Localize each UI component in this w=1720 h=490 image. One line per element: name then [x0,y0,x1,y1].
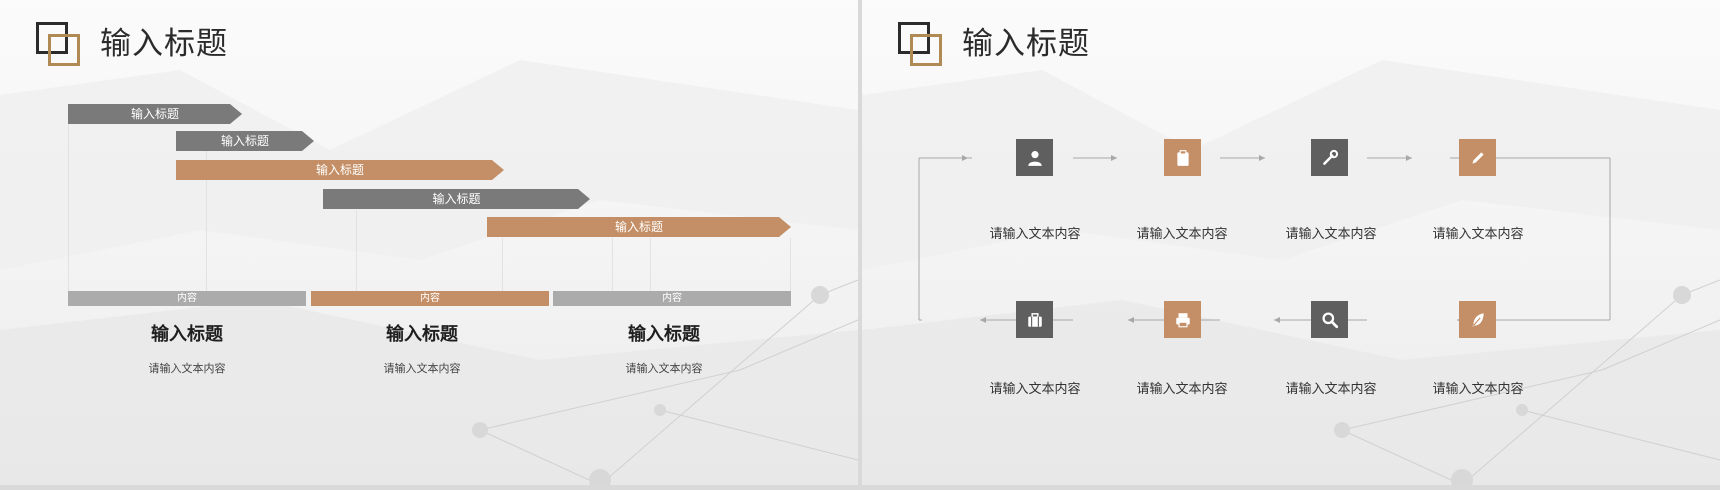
step-top-3 [1311,139,1348,176]
gantt-guide-line [790,238,791,291]
gantt-bar-4: 输入标题 [323,189,590,209]
flow-arrowhead [1111,155,1117,161]
step-top-3-text: 请输入文本内容 [1285,227,1377,242]
gantt-bar-5: 输入标题 [487,217,791,237]
background-pattern [862,60,1720,485]
gantt-guide-line [356,210,357,291]
column-text-2: 请输入文本内容 [383,362,461,375]
flow-arrowhead [1406,155,1412,161]
briefcase-icon [1027,312,1042,327]
slide-title: 输入标题 [962,26,1090,62]
column-heading-2: 输入标题 [386,324,458,345]
column-text-3: 请输入文本内容 [625,362,703,375]
gantt-guide-line [502,238,503,291]
column-text-1: 请输入文本内容 [148,362,226,375]
flow-arrowhead [1274,317,1280,323]
gantt-bar-2: 输入标题 [176,131,314,151]
step-top-4-text: 请输入文本内容 [1432,227,1524,242]
gantt-bar-3: 输入标题 [176,160,504,180]
user-icon [1027,150,1042,166]
step-top-2-text: 请输入文本内容 [1136,227,1228,242]
step-top-4 [1459,139,1496,176]
step-bottom-3-text: 请输入文本内容 [1285,382,1377,397]
content-bar-2: 内容 [311,291,549,306]
flow-arrowhead [1259,155,1265,161]
wrench-icon [1322,149,1338,165]
clipboard-icon [1176,149,1189,166]
gantt-guide-line [206,150,207,291]
logo-mark [36,22,84,70]
step-bottom-1 [1016,301,1053,338]
slide-right: 输入标题 [862,0,1720,485]
step-top-1-text: 请输入文本内容 [989,227,1081,242]
pencil-icon [1471,151,1484,164]
step-bottom-4 [1459,301,1496,338]
printer-icon [1175,312,1190,327]
content-bar-1: 内容 [68,291,306,306]
flow-connectors [918,155,1611,323]
step-bottom-2-text: 请输入文本内容 [1136,382,1228,397]
step-bottom-2 [1164,301,1201,338]
gantt-guide-line [612,238,613,291]
column-heading-3: 输入标题 [628,324,700,345]
column-heading-1: 输入标题 [151,324,223,345]
step-bottom-4-text: 请输入文本内容 [1432,382,1524,397]
content-bar-3: 内容 [553,291,791,306]
background-pattern [0,60,858,485]
step-bottom-1-text: 请输入文本内容 [989,382,1081,397]
step-bottom-3 [1311,301,1348,338]
slide-left: 输入标题 输入标题 输入标题 输入标题 输入标题 输入标题 内容 内容 内容 输… [0,0,858,485]
flow-arrowhead [1128,317,1134,323]
gantt-bar-1: 输入标题 [68,104,242,124]
feather-icon [1471,312,1484,327]
step-top-2 [1164,139,1201,176]
search-icon [1321,311,1338,328]
slide-title: 输入标题 [100,26,228,62]
flow-arrowhead [980,317,986,323]
step-top-1 [1016,139,1053,176]
gantt-guide-line [650,238,651,291]
gantt-guide-line [68,124,69,291]
logo-mark [898,22,946,70]
flow-arrowhead [962,155,968,161]
